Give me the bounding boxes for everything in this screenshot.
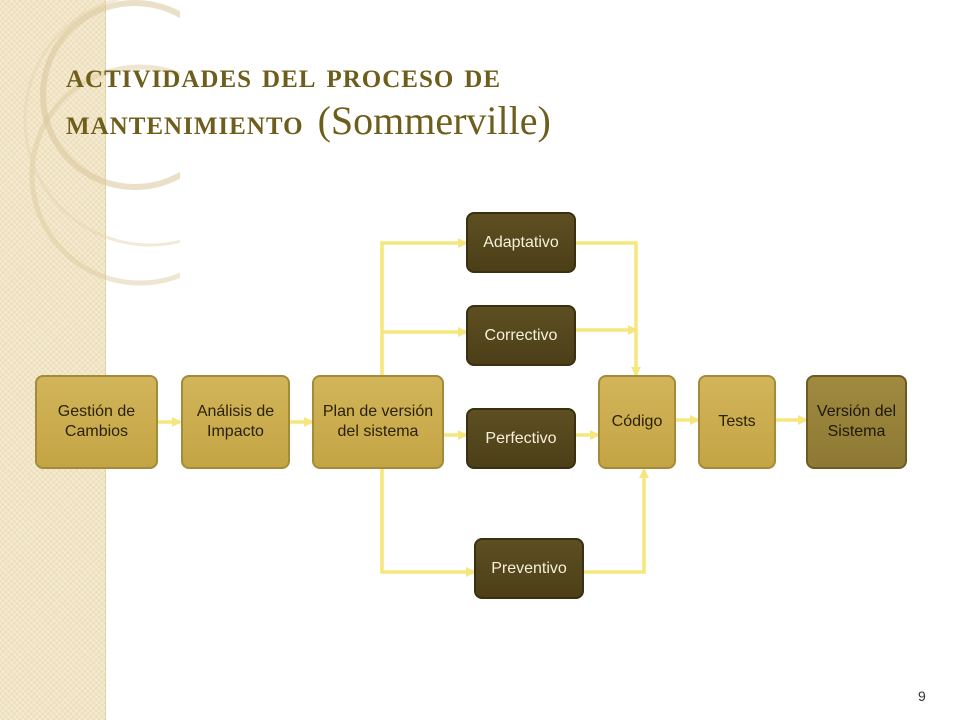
page-number: 9 [918,688,926,704]
side-decoration-strip [0,0,106,720]
title-author: (Sommerville) [317,98,551,143]
node-perfectivo: Perfectivo [466,408,576,469]
title-line-2: mantenimiento [66,102,304,142]
node-codigo: Código [598,375,676,469]
node-correctivo: Correctivo [466,305,576,366]
node-tests: Tests [698,375,776,469]
arrow-plan-adaptativo [380,238,468,375]
node-version-del-sistema: Versión del Sistema [806,375,907,469]
arrow-adaptativo-codigo [576,241,641,377]
node-preventivo: Preventivo [474,538,584,599]
slide-title: actividades del proceso de mantenimiento… [66,52,926,153]
arrow-plan-preventivo [380,468,476,577]
node-adaptativo: Adaptativo [466,212,576,273]
node-plan-de-version: Plan de versión del sistema [312,375,444,469]
title-line-1: actividades del proceso de [66,55,502,95]
node-gestion-de-cambios: Gestión de Cambios [35,375,158,469]
arrow-preventivo-codigo [584,468,649,574]
decorative-arcs [23,0,180,286]
node-analisis-de-impacto: Análisis de Impacto [181,375,290,469]
